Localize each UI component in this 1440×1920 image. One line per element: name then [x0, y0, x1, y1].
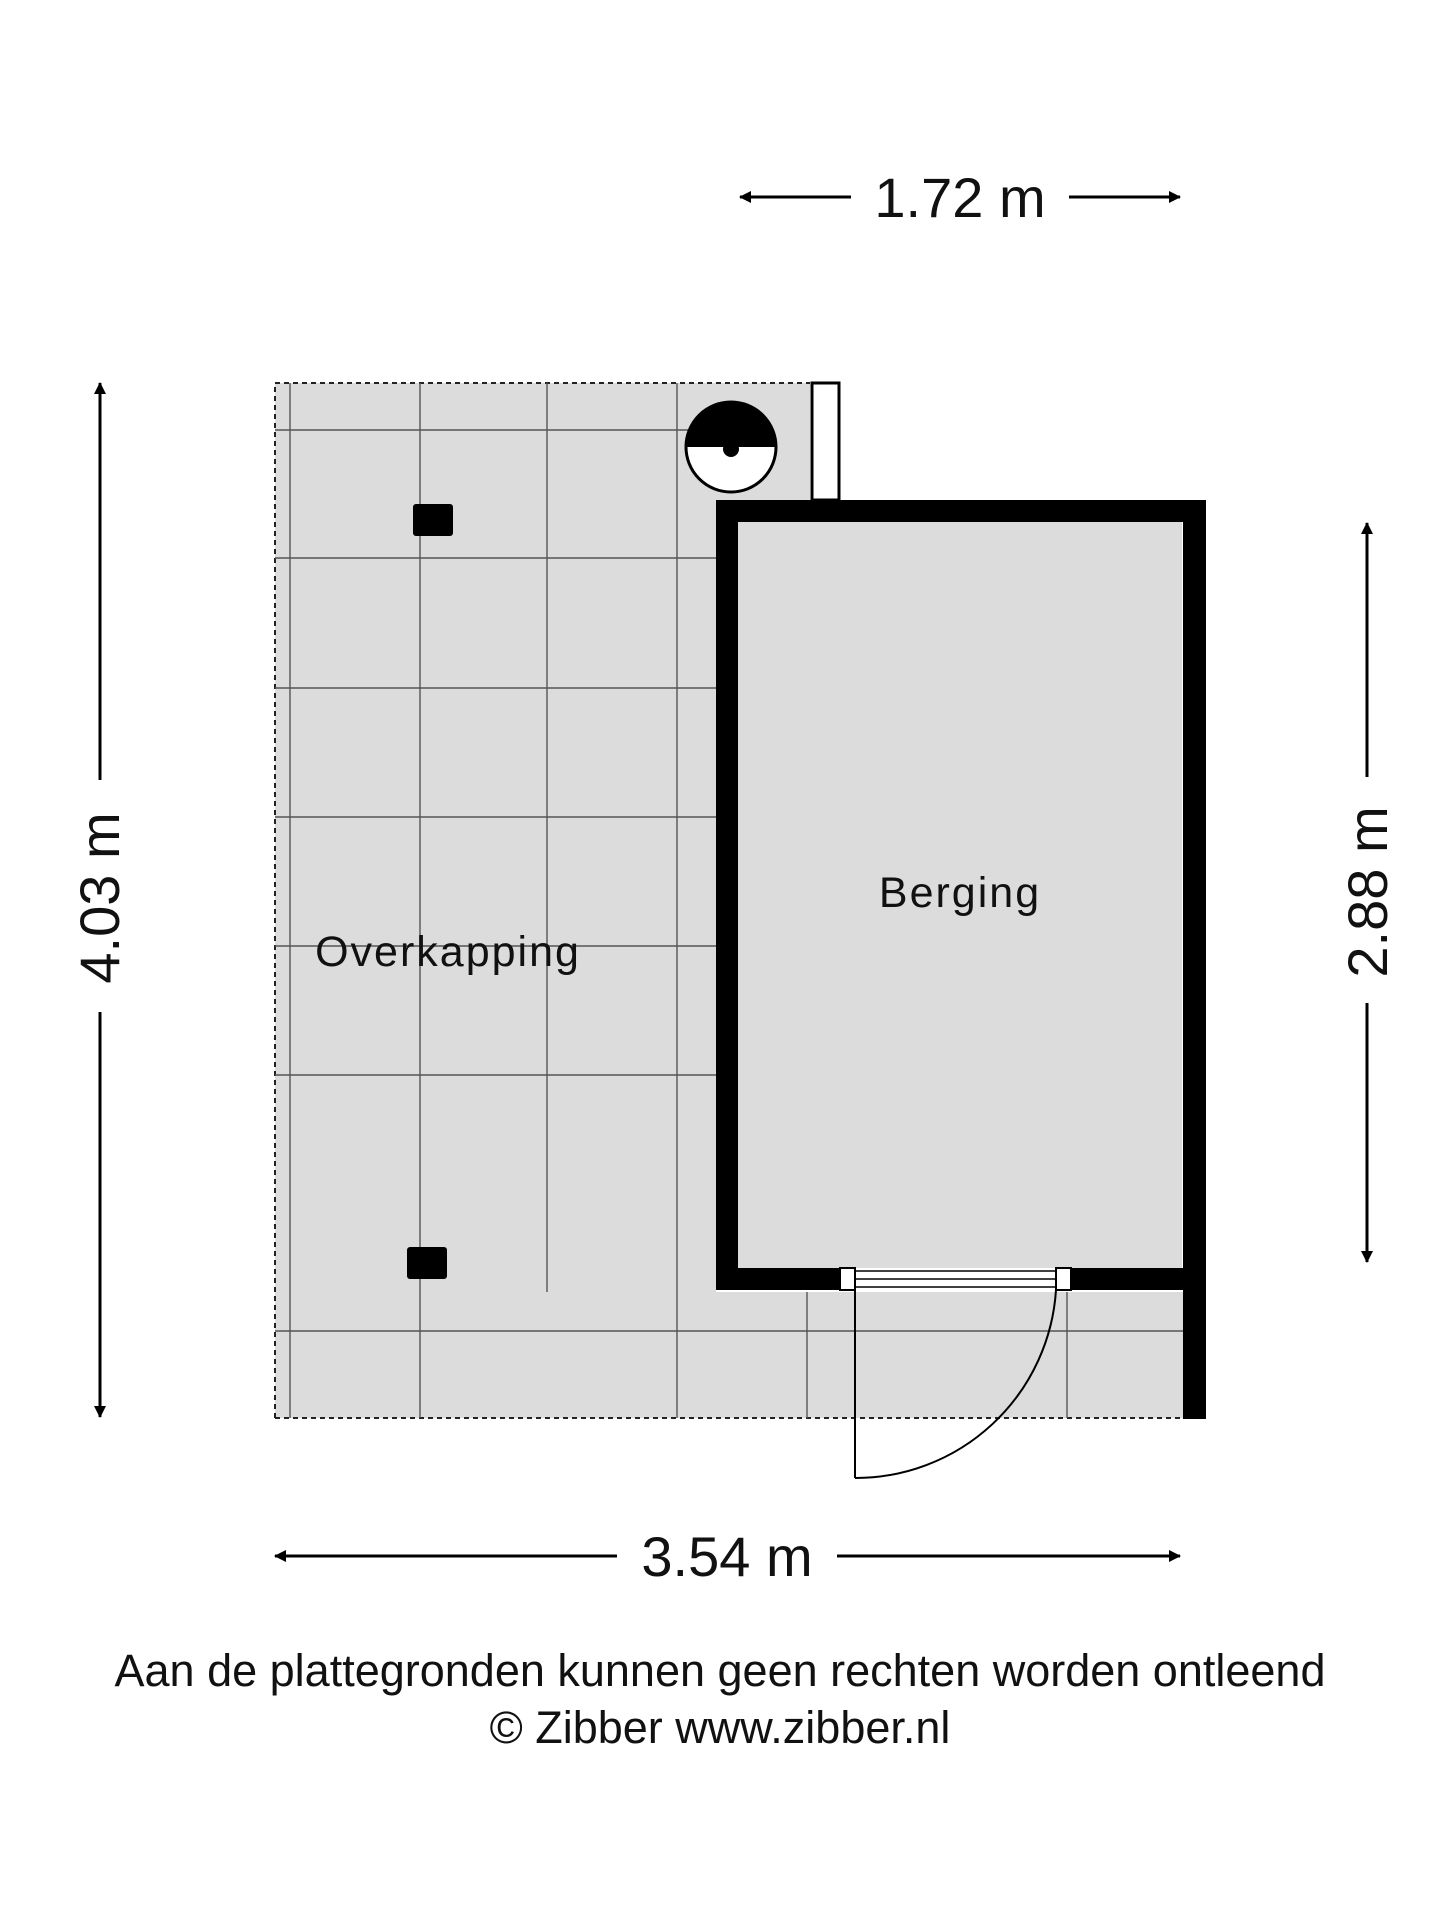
copyright-text: © Zibber www.zibber.nl: [489, 1702, 951, 1753]
berging-floor: [738, 522, 1182, 1268]
dimension-label-top: 1.72 m: [874, 166, 1045, 229]
post-icon: [413, 504, 453, 536]
overkapping-floor: [275, 383, 1183, 1418]
dimension-bottom: 3.54 m: [274, 1525, 1181, 1588]
dimension-label-left: 4.03 m: [68, 812, 131, 983]
disclaimer-text: Aan de plattegronden kunnen geen rechten…: [114, 1645, 1326, 1696]
drain-icon: [684, 400, 778, 494]
door-swing-icon: [839, 1267, 1072, 1480]
room-label-overkapping: Overkapping: [315, 928, 581, 976]
berging-walls: [716, 500, 1206, 1419]
dimension-label-right: 2.88 m: [1336, 806, 1399, 977]
dimension-left: 4.03 m: [68, 382, 131, 1418]
tile-grid: [275, 383, 1183, 1418]
downpipe: [810, 381, 841, 502]
dimension-top: 1.72 m: [739, 166, 1181, 229]
dimension-right: 2.88 m: [1336, 522, 1399, 1263]
overkapping-outline: [274, 382, 1190, 1419]
post-icon: [407, 1247, 447, 1279]
dimension-label-bottom: 3.54 m: [641, 1525, 812, 1588]
room-label-berging: Berging: [879, 869, 1041, 917]
